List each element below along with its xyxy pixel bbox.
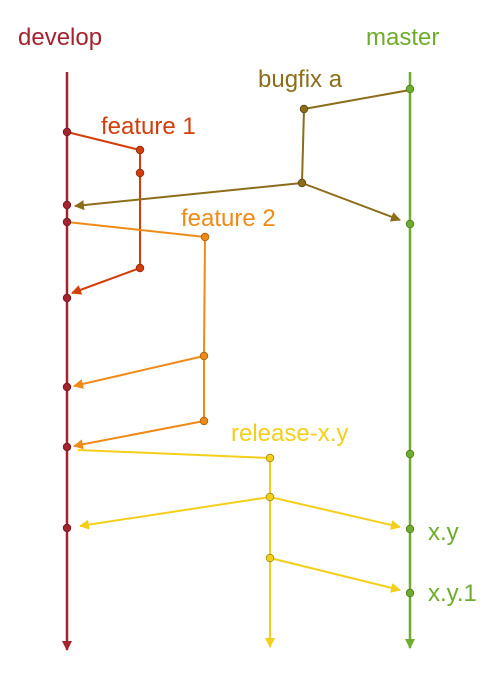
feature-1-commits [135, 145, 145, 273]
develop-commits [62, 127, 72, 533]
bugfix-commit [299, 104, 309, 114]
master-commit [405, 219, 415, 229]
feature-1-commit [135, 263, 145, 273]
develop-commit [62, 200, 72, 210]
bugfix-label: bugfix a [258, 66, 343, 93]
feature-2-commits [199, 232, 210, 426]
develop-commit [62, 217, 72, 227]
release-commits [265, 453, 275, 563]
feature-2-merge-arrow-1 [73, 355, 205, 389]
tag-xy-label: x.y [428, 519, 459, 546]
release-merge-master-arrow [269, 496, 401, 530]
release-commit [265, 492, 275, 502]
master-commit [405, 588, 415, 598]
tag-xy1-label: x.y.1 [428, 580, 477, 607]
release-label: release-x.y [231, 420, 348, 447]
develop-label: develop [18, 24, 102, 51]
develop-commit [62, 382, 72, 392]
feature-1-commit [135, 145, 145, 155]
bugfix-commit [297, 178, 307, 188]
master-commit [405, 524, 415, 534]
master-commit [405, 449, 415, 459]
feature-2-commit [199, 416, 209, 426]
release-branch-start [77, 449, 271, 459]
release-merge-develop-arrow [79, 496, 271, 530]
feature-2-line [66, 221, 207, 357]
feature-2-merge-arrow-2 [73, 420, 205, 450]
bugfix-merge-develop-arrow [74, 182, 303, 211]
feature-1-label: feature 1 [101, 113, 196, 140]
feature-1-commit [135, 168, 145, 178]
bugfix-commits [297, 104, 309, 188]
release-commit [265, 453, 275, 463]
develop-commit [62, 442, 72, 452]
release-commit [265, 553, 275, 563]
master-label: master [366, 24, 439, 51]
feature-2-commit [199, 351, 209, 361]
develop-commit [62, 523, 72, 533]
feature-2-label: feature 2 [181, 205, 276, 232]
bugfix-line [301, 89, 411, 184]
hotfix-merge-master-arrow [269, 557, 401, 593]
feature-1-merge-arrow [71, 267, 141, 295]
master-commit [405, 84, 415, 94]
develop-commit [62, 293, 72, 303]
feature-2-commit [200, 232, 210, 242]
bugfix-merge-master-arrow [301, 182, 401, 222]
master-commits [405, 84, 415, 598]
develop-commit [62, 127, 72, 137]
